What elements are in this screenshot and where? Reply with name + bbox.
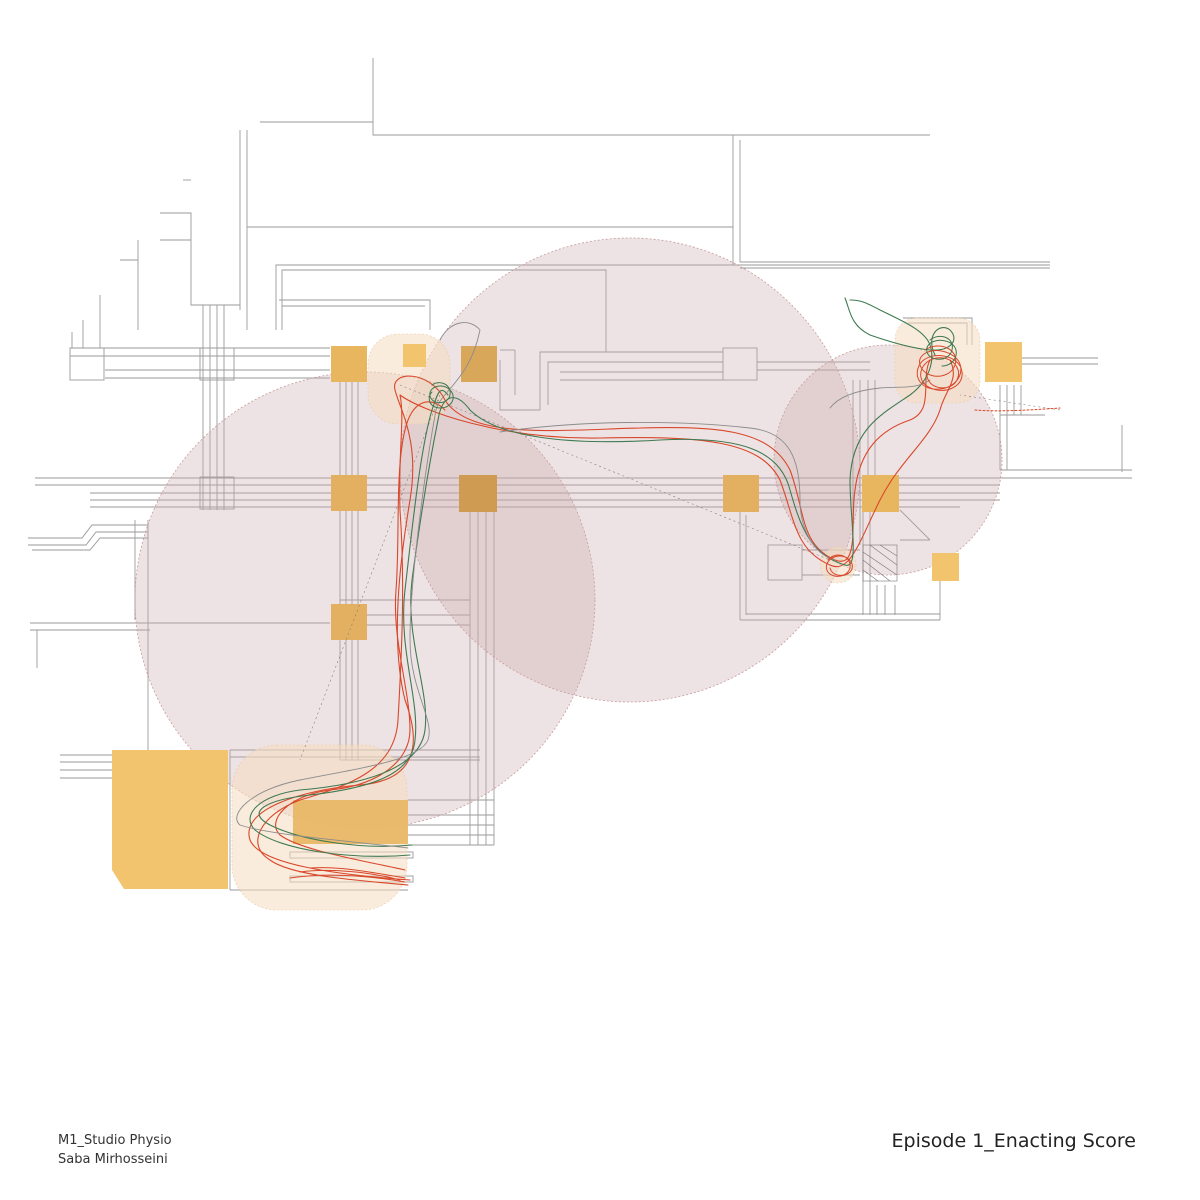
movement-traces bbox=[236, 297, 955, 886]
trace-green bbox=[844, 297, 955, 356]
episode-title: Episode 1_Enacting Score bbox=[891, 1130, 1136, 1152]
activity-zones bbox=[134, 237, 1003, 829]
trace-clusters bbox=[289, 335, 1061, 883]
cluster-lower-left bbox=[289, 867, 406, 883]
column-block bbox=[459, 475, 497, 512]
halo-right-cluster bbox=[894, 317, 981, 404]
column-block bbox=[862, 475, 899, 512]
trace-grey bbox=[499, 421, 836, 561]
column-block bbox=[932, 553, 959, 581]
trace-green bbox=[249, 299, 933, 857]
trace-red bbox=[257, 359, 954, 886]
column-block bbox=[723, 475, 759, 512]
studio-name: M1_Studio Physio bbox=[58, 1133, 172, 1148]
column-block bbox=[403, 344, 426, 367]
column-block bbox=[331, 346, 367, 382]
trace-tail bbox=[974, 407, 1061, 412]
cluster-upper-left bbox=[428, 382, 454, 409]
cluster-upper-right bbox=[916, 345, 963, 391]
sight-lines bbox=[299, 384, 1061, 761]
author-name: Saba Mirhosseini bbox=[58, 1152, 168, 1167]
hatched-square-icon bbox=[862, 544, 898, 582]
trace-grey bbox=[829, 379, 931, 409]
column-blocks bbox=[112, 342, 1022, 889]
trace-red bbox=[275, 401, 446, 871]
large-block bbox=[112, 750, 228, 889]
cluster-right-node bbox=[825, 554, 853, 577]
cluster-upper-right bbox=[926, 335, 957, 367]
column-block bbox=[331, 604, 367, 640]
credits: M1_Studio Physio Saba Mirhosseini bbox=[58, 1131, 172, 1169]
trace-green bbox=[258, 390, 449, 847]
bench-block bbox=[293, 800, 408, 844]
trace-grey bbox=[236, 322, 481, 849]
column-block bbox=[461, 346, 497, 382]
column-block bbox=[985, 342, 1022, 382]
column-block bbox=[331, 475, 367, 511]
